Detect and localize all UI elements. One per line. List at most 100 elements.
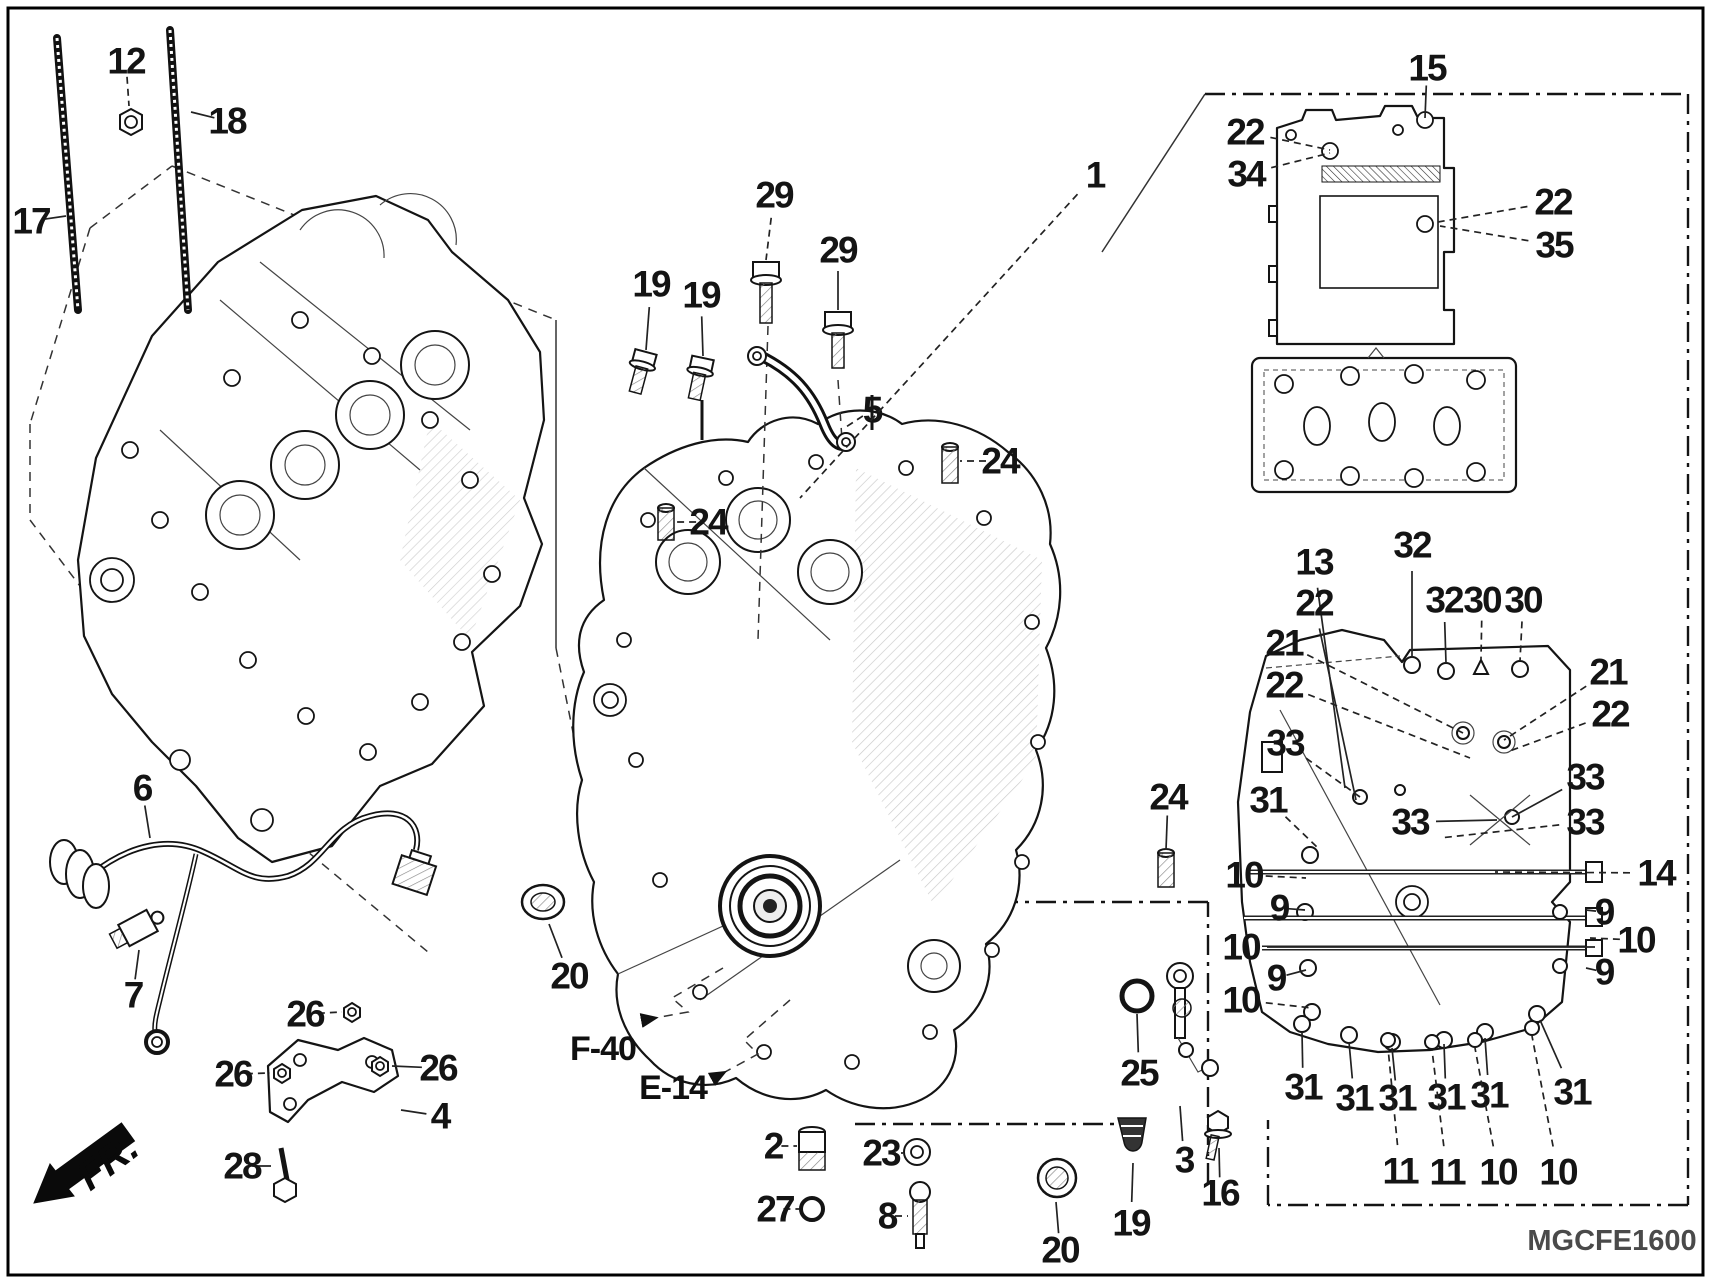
callout-30-21: 30: [1463, 580, 1502, 621]
callout-17-2: 17: [12, 201, 50, 242]
bolt-29-b: [822, 311, 854, 369]
leader-line: [1270, 136, 1331, 151]
callout-19-4: 19: [682, 275, 721, 316]
leader-line: [1318, 628, 1357, 801]
callout-24-9: 24: [689, 502, 729, 543]
stud-18: [166, 26, 192, 314]
callout-14-37: 14: [1637, 853, 1677, 894]
leader-line: [1585, 909, 1597, 912]
leader-line: [1506, 722, 1586, 753]
leader-line: [1265, 1001, 1313, 1009]
leader-line: [1179, 1105, 1184, 1142]
leader-line: [645, 307, 651, 351]
leader-line: [1589, 937, 1620, 941]
callout-21-25: 21: [1589, 652, 1628, 693]
callout-30-22: 30: [1504, 580, 1543, 621]
leader-line: [1301, 1031, 1304, 1068]
callout-11-47: 11: [1382, 1151, 1419, 1192]
callout-34-14: 34: [1227, 154, 1267, 195]
callout-33-27: 33: [1266, 723, 1305, 764]
leader-line: [1480, 620, 1483, 660]
callout-9-38: 9: [1595, 892, 1615, 933]
callout-32-19: 32: [1393, 525, 1432, 566]
callout-31-44: 31: [1427, 1077, 1466, 1118]
callout-10-36: 10: [1222, 980, 1261, 1021]
leader-line: [143, 805, 151, 839]
callout-20-63: 20: [1041, 1230, 1080, 1271]
leader-line: [700, 316, 704, 357]
dowel-2: [798, 1126, 826, 1171]
leader-line: [1437, 205, 1528, 223]
callout-11-48: 11: [1429, 1152, 1466, 1193]
section-ref-f40: F-40: [570, 1030, 636, 1068]
leader-line: [1165, 815, 1169, 851]
clamp-5: [747, 346, 856, 452]
callout-22-24: 22: [1265, 665, 1304, 706]
leader-line: [1511, 788, 1563, 818]
leader-line: [1484, 1037, 1489, 1076]
lower-crankcase-sketch: [572, 325, 1062, 1110]
callout-26-53: 26: [286, 994, 325, 1035]
callout-26-54: 26: [214, 1054, 253, 1095]
leader-line: [1531, 1035, 1554, 1147]
callout-32-20: 32: [1425, 580, 1464, 621]
leader-line: [1391, 1047, 1397, 1081]
section-ref-e14: E-14: [639, 1069, 708, 1107]
front-direction-arrow: FR.: [33, 1122, 147, 1204]
leader-line: [1503, 685, 1587, 741]
callout-26-55: 26: [419, 1048, 458, 1089]
leader-line: [43, 215, 67, 221]
callout-31-43: 31: [1378, 1078, 1417, 1119]
leader-line: [1439, 225, 1529, 242]
leader-line: [1270, 152, 1331, 169]
callout-19-3: 19: [632, 264, 671, 305]
callout-16-67: 16: [1201, 1173, 1240, 1214]
leader-line: [1387, 1047, 1399, 1146]
leader-line: [799, 193, 1079, 499]
front-marker-label: FR.: [69, 1125, 147, 1199]
leader-line: [1218, 1147, 1221, 1178]
pin-24-a: [657, 503, 675, 541]
callout-22-26: 22: [1591, 694, 1630, 735]
leader-line: [134, 949, 140, 980]
cap-19-bottom: [1117, 1117, 1147, 1152]
callout-6-51: 6: [133, 768, 153, 809]
callout-21-23: 21: [1265, 623, 1304, 664]
leader-line: [1306, 653, 1464, 734]
sensor-sketch: [108, 908, 165, 950]
bolt-16: [1204, 1109, 1232, 1161]
oil-jet-8: [909, 1181, 931, 1249]
callout-22-13: 22: [1226, 112, 1265, 153]
leader-line: [1439, 824, 1560, 839]
leader-line: [1284, 816, 1319, 849]
callout-24-10: 24: [981, 441, 1021, 482]
callout-29-6: 29: [819, 230, 858, 271]
callout-31-31: 31: [1249, 780, 1288, 821]
leader-line: [1474, 1047, 1495, 1147]
callout-20-62: 20: [550, 956, 589, 997]
callout-25-65: 25: [1120, 1053, 1159, 1094]
leader-line: [1136, 1013, 1140, 1053]
callout-23-59: 23: [862, 1133, 901, 1174]
callout-31-41: 31: [1284, 1067, 1323, 1108]
callout-27-60: 27: [756, 1189, 794, 1230]
callout-31-45: 31: [1470, 1075, 1509, 1116]
upper-crankcase-sketch: [76, 192, 546, 864]
leader-line: [1130, 1162, 1134, 1203]
oring-27: [799, 1196, 825, 1222]
leader-line: [1265, 875, 1307, 879]
callout-13-17: 13: [1295, 542, 1334, 583]
callout-33-30: 33: [1391, 802, 1430, 843]
leader-line: [845, 415, 864, 428]
callout-18-1: 18: [208, 101, 247, 142]
section-ref-arrows: [639, 967, 791, 1087]
callout-33-28: 33: [1566, 757, 1605, 798]
wire-harness-sketch: [49, 810, 438, 1055]
callout-22-18: 22: [1295, 583, 1334, 624]
callout-10-50: 10: [1539, 1152, 1578, 1193]
crankcase-top-view-sketch: [1250, 104, 1518, 494]
callout-10-34: 10: [1222, 927, 1261, 968]
